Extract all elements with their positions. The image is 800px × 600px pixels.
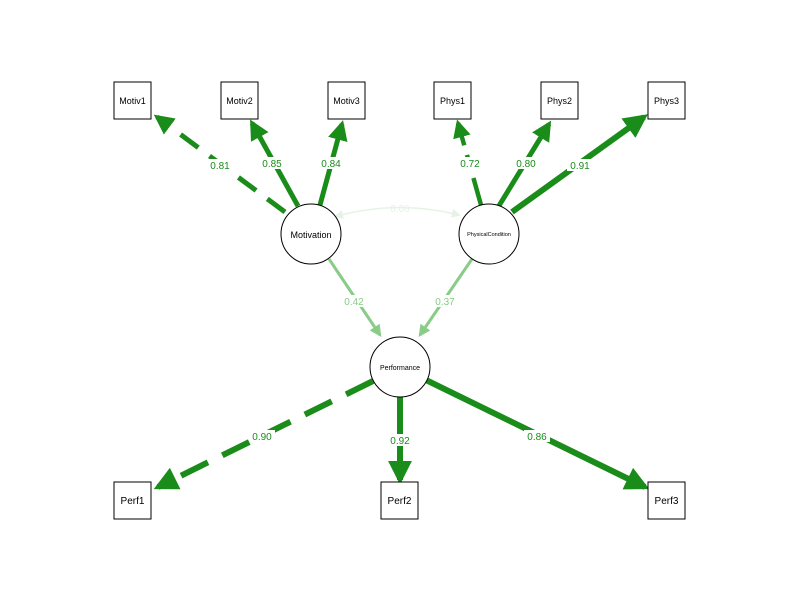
indicator-phys3-label: Phys3 [654, 96, 679, 106]
indicator-perf3: Perf3 [647, 481, 686, 520]
latent-performance-label: Performance [380, 365, 420, 372]
label-motiv3-loading: 0.84 [321, 159, 341, 170]
latent-motivation: Motivation [280, 203, 342, 265]
label-motivation-performance: 0.42 [344, 297, 364, 308]
indicator-motiv1: Motiv1 [113, 81, 152, 120]
label-phys1-loading: 0.72 [460, 159, 480, 170]
label-phys2-loading: 0.80 [516, 159, 536, 170]
label-motiv2-loading: 0.85 [262, 159, 282, 170]
edge-motivation-physicalcondition-covariance [334, 206, 461, 219]
edge-labels: 0.81 0.85 0.84 0.72 0.80 0.91 0.06 0.42 … [207, 157, 593, 447]
indicator-motiv2-label: Motiv2 [226, 96, 253, 106]
label-physicalcondition-performance: 0.37 [435, 297, 455, 308]
indicator-phys3: Phys3 [647, 81, 686, 120]
indicator-phys2: Phys2 [540, 81, 579, 120]
indicator-motiv3-label: Motiv3 [333, 96, 360, 106]
label-motiv1-loading: 0.81 [210, 161, 230, 172]
label-perf3-loading: 0.86 [527, 432, 547, 443]
latent-physicalcondition: PhysicalCondition [458, 203, 520, 265]
indicator-perf2: Perf2 [380, 481, 419, 520]
indicator-motiv1-label: Motiv1 [119, 96, 146, 106]
latent-physicalcondition-label: PhysicalCondition [467, 232, 511, 238]
label-perf1-loading: 0.90 [252, 432, 272, 443]
label-phys3-loading: 0.91 [570, 161, 590, 172]
indicator-perf2-label: Perf2 [388, 496, 412, 507]
indicator-perf3-label: Perf3 [655, 496, 679, 507]
latent-performance: Performance [369, 336, 431, 398]
latent-motivation-label: Motivation [290, 230, 331, 240]
label-perf2-loading: 0.92 [390, 436, 410, 447]
indicator-phys1-label: Phys1 [440, 96, 465, 106]
indicator-perf1-label: Perf1 [121, 496, 145, 507]
indicator-perf1: Perf1 [113, 481, 152, 520]
indicator-phys2-label: Phys2 [547, 96, 572, 106]
indicator-motiv3: Motiv3 [327, 81, 366, 120]
indicator-phys1: Phys1 [433, 81, 472, 120]
indicator-motiv2: Motiv2 [220, 81, 259, 120]
label-covariance: 0.06 [390, 204, 410, 215]
